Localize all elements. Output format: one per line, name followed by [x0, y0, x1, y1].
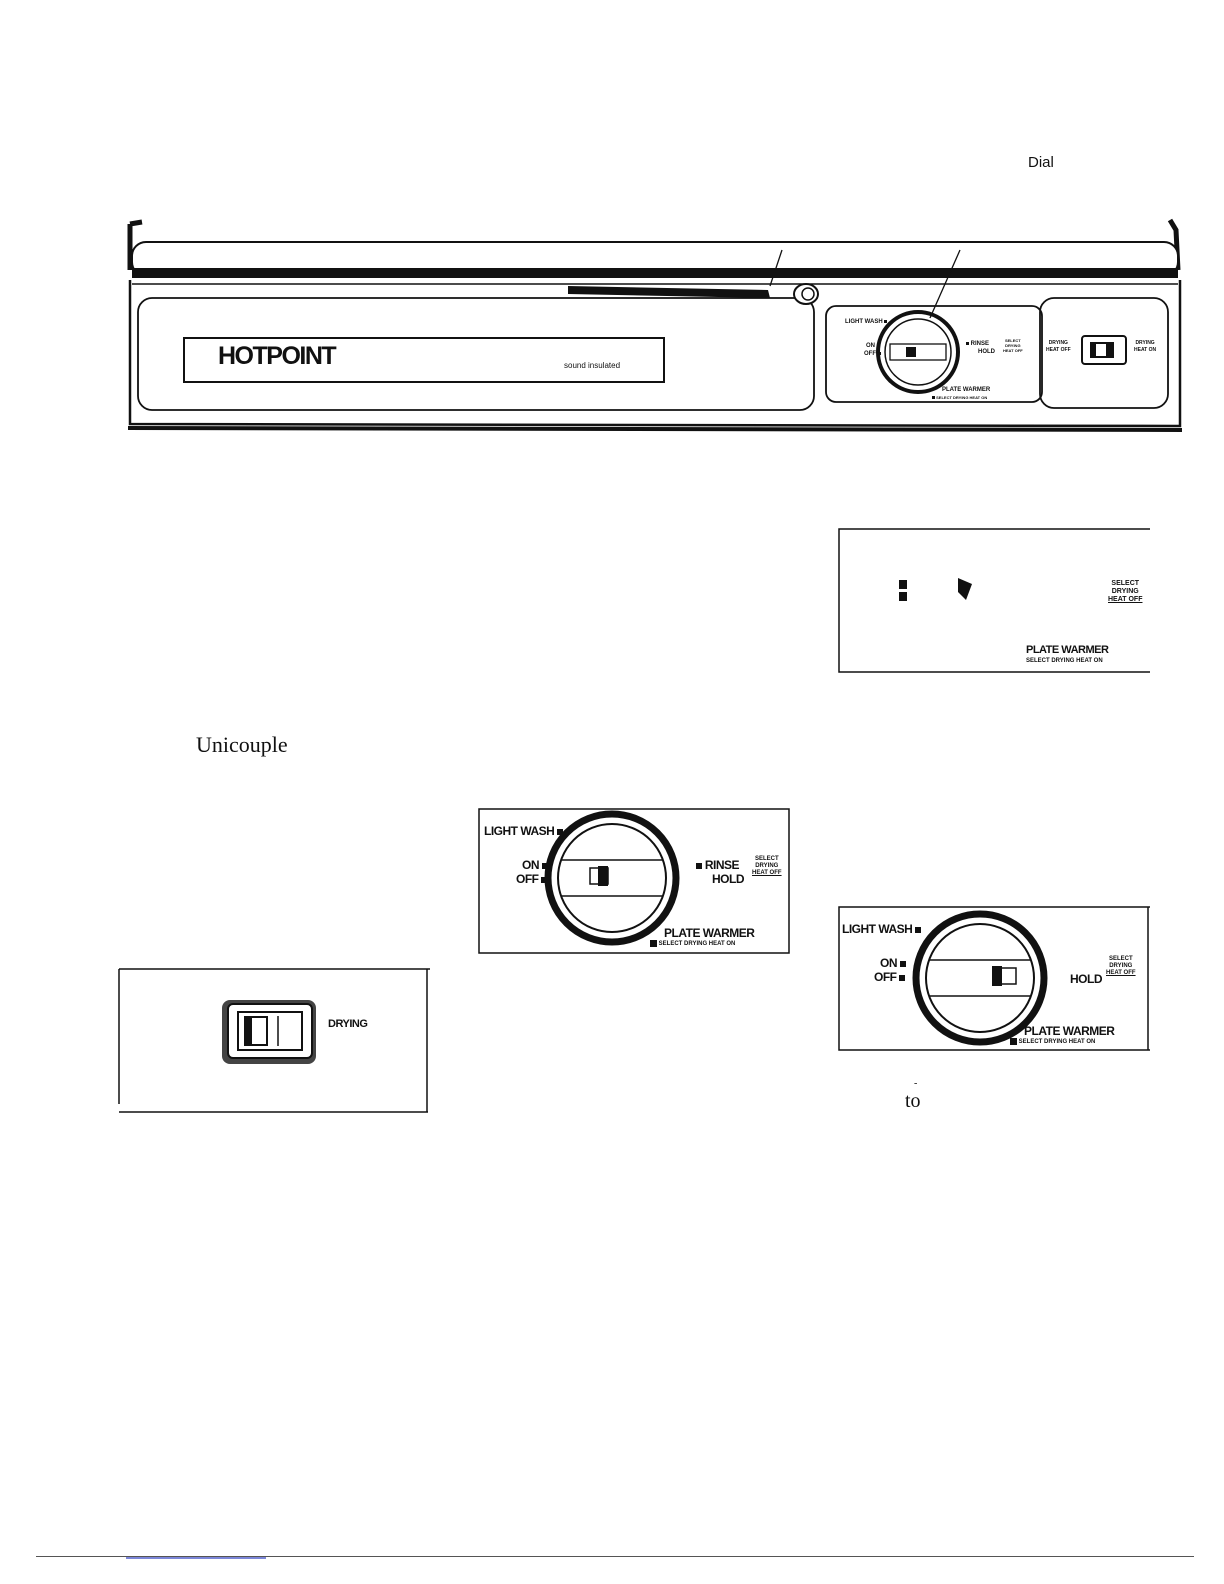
label-plate-warmer: PLATE WARMER [664, 926, 755, 940]
dial-label-light-wash: LIGHT WASH [845, 319, 888, 325]
label-plate-warmer: PLATE WARMER [1026, 644, 1109, 656]
dial-rinse-hold-drawing [478, 808, 790, 954]
figure-dial-partial-frame [838, 528, 1150, 673]
label-select-drying-heat-on: SELECT DRYING HEAT ON [1010, 1038, 1095, 1045]
dial-label-plate-warmer: PLATE WARMER [942, 387, 991, 393]
label-select-drying-heat-on: SELECT DRYING HEAT ON [650, 940, 735, 947]
stray-mark: - [914, 1078, 918, 1089]
dial-label-hold: HOLD [978, 349, 995, 355]
label-off: OFF [516, 872, 548, 886]
dial-hold-drawing [838, 906, 1150, 1051]
label-light-wash: LIGHT WASH [842, 922, 922, 936]
label-hold: HOLD [1070, 972, 1103, 986]
label-rinse: RINSE [696, 858, 740, 872]
label-light-wash: LIGHT WASH [484, 824, 564, 838]
unicouple-text: Unicouple [196, 732, 288, 757]
dial-label-on: ON [866, 343, 880, 349]
label-on: ON [880, 956, 906, 970]
label-off: OFF [874, 970, 906, 984]
dial-label-rinse: RINSE [966, 341, 989, 347]
control-panel-illustration: HOTPOINT sound insulated LIGHT WASH ON O… [118, 210, 1190, 440]
figure-drying-switch: DRYING [118, 968, 430, 1114]
tagline: sound insulated [564, 361, 621, 370]
bottom-link-underline [126, 1557, 266, 1559]
panel-outline [127, 218, 1183, 432]
dial-label-off: OFF [864, 351, 881, 357]
label-drying: DRYING [328, 1018, 368, 1030]
label-plate-warmer: PLATE WARMER [1024, 1024, 1115, 1038]
label-hold: HOLD [712, 872, 745, 886]
brand-logo: HOTPOINT [218, 342, 337, 370]
to-text: to [905, 1090, 921, 1112]
label-on: ON [522, 858, 548, 872]
label-select-drying-heat-on: SELECT DRYING HEAT ON [1026, 658, 1103, 664]
dial-label-select-drying-heat-on: SELECT DRYING HEAT ON [932, 395, 987, 400]
switch-drawing [118, 968, 430, 1113]
dial-caption: Dial [1028, 154, 1054, 171]
bottom-rule [36, 1556, 1194, 1557]
